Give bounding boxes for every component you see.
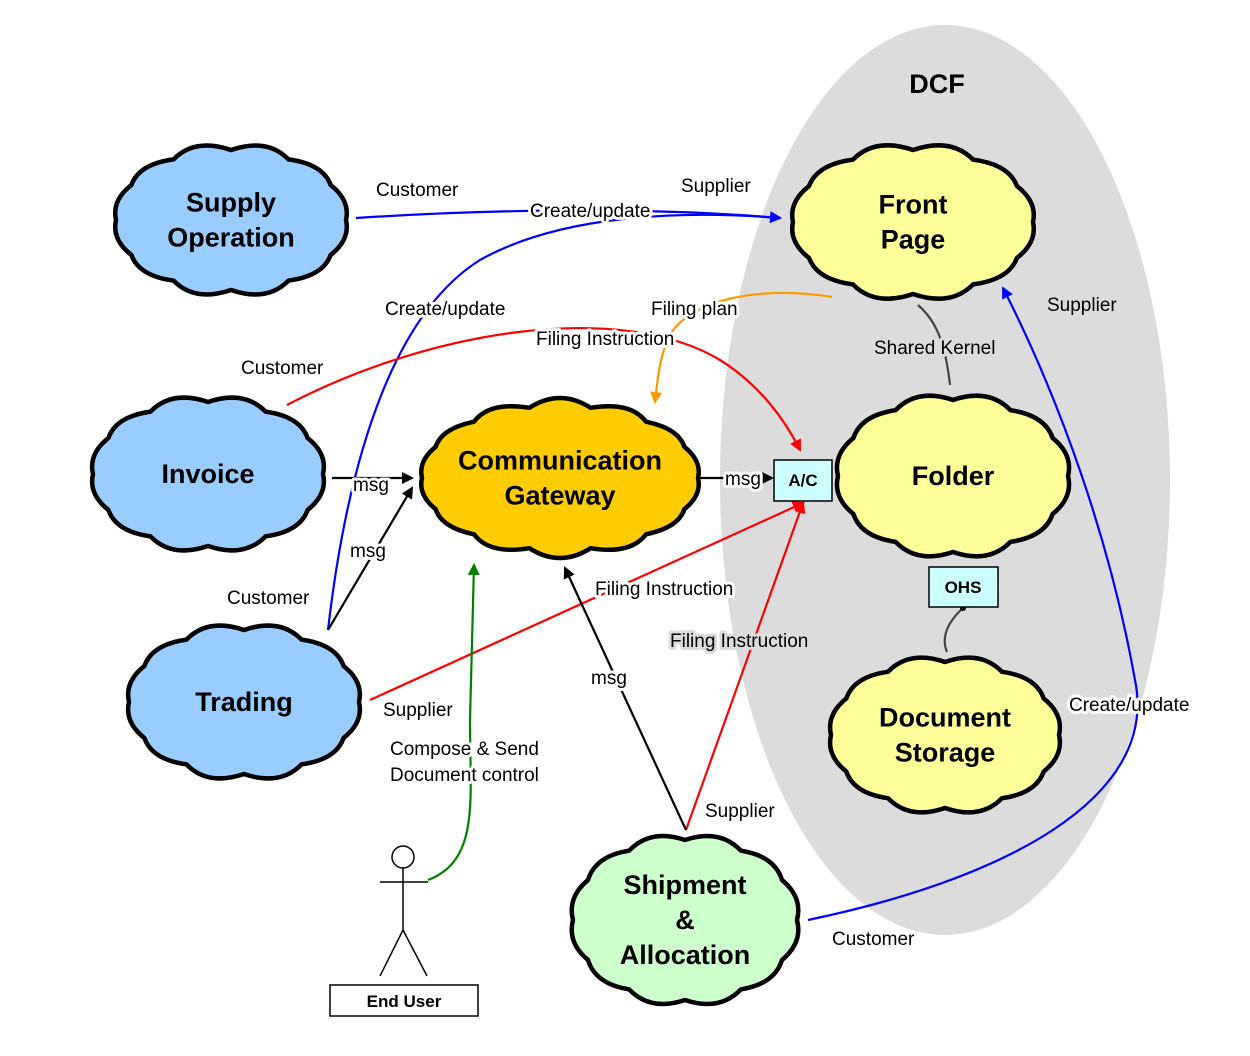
context-invoice: Invoice [89, 395, 327, 553]
end-user-box: End User [329, 984, 479, 1017]
cloud-shape [834, 393, 1072, 559]
label-fp-supplier-top: Supplier [681, 176, 751, 197]
label-cg-msg: msg [725, 469, 761, 490]
context-folder: Folder [834, 393, 1072, 559]
label-shared-kernel: Shared Kernel [874, 338, 995, 359]
label-ship-customer: Customer [832, 929, 915, 950]
label-trading-create-update: Create/update [385, 299, 505, 320]
context-title-line: Allocation [620, 940, 751, 970]
label-filing-plan: Filing plan [651, 299, 738, 320]
cloud-shape [125, 623, 363, 781]
cloud-shape [89, 395, 327, 553]
label-invoice-filing-instruction: Filing Instruction [536, 329, 674, 350]
edge-enduser-to-gateway [427, 563, 480, 882]
cloud-shape [113, 143, 349, 297]
ac-box-label: A/C [788, 471, 817, 490]
edge-ohs-connector [943, 607, 964, 653]
label-ship-filing-instruction: Filing Instruction [670, 631, 808, 652]
edge-trading-to-ac [369, 501, 805, 702]
context-title-line: Shipment [623, 870, 746, 900]
label-ds-create-update: Create/update [1069, 695, 1189, 716]
dcf-title: DCF [909, 69, 965, 99]
label-trading-msg: msg [350, 541, 386, 562]
label-trading-filing-instruction: Filing Instruction [595, 579, 733, 600]
label-so-create-update: Create/update [530, 201, 650, 222]
label-ship-supplier: Supplier [705, 801, 775, 822]
context-title-line: Operation [167, 223, 295, 253]
label-trading-customer: Customer [227, 588, 310, 609]
cloud-shape [419, 395, 701, 561]
edge-trading-to-gateway [327, 486, 414, 631]
cloud-shape [790, 143, 1036, 301]
context-title-line: Trading [195, 687, 293, 717]
context-title-line: Gateway [504, 481, 615, 511]
ohs-box-label: OHS [945, 578, 982, 597]
label-compose-line1: Compose & Send [390, 739, 539, 760]
label-trading-supplier: Supplier [383, 700, 453, 721]
label-so-customer: Customer [376, 180, 459, 201]
context-title-line: Storage [895, 738, 996, 768]
context-trading: Trading [125, 623, 363, 781]
context-shipment-allocation: Shipment & Allocation [569, 833, 801, 1007]
ac-box: A/C [773, 459, 833, 502]
context-title-line: Page [881, 225, 946, 255]
label-invoice-msg: msg [353, 475, 389, 496]
context-title-line: Supply [186, 188, 276, 218]
end-user-label: End User [367, 992, 442, 1011]
edges [286, 209, 1139, 922]
edge-invoice-to-ac [286, 326, 801, 452]
edge-shared-kernel [917, 304, 952, 386]
cloud-shape [569, 833, 801, 1007]
edge-shipment-to-gateway [563, 566, 687, 831]
end-user-actor-icon [379, 845, 428, 977]
label-compose-line2: Document control [390, 765, 539, 786]
context-title-line: Communication [458, 446, 662, 476]
context-title-line: Invoice [161, 459, 254, 489]
label-invoice-customer: Customer [241, 358, 324, 379]
cloud-shape [827, 655, 1063, 815]
edge-labels: Customer Create/update Supplier Create/u… [227, 176, 1192, 950]
context-title-line: Document [879, 703, 1011, 733]
ohs-box: OHS [928, 566, 999, 608]
edge-shipment-to-ac [684, 501, 806, 831]
context-title-line: Folder [912, 461, 995, 491]
edge-shipment-to-frontpage [807, 286, 1139, 922]
label-fp-supplier-right: Supplier [1047, 295, 1117, 316]
context-title-line: & [675, 905, 695, 935]
label-ship-msg: msg [591, 668, 627, 689]
context-title-line: Front [879, 190, 948, 220]
edge-filing-plan [650, 291, 833, 404]
